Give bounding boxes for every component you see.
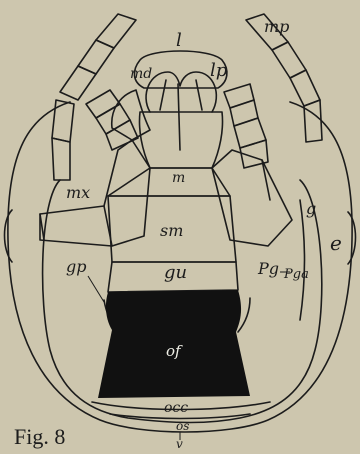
right-maxilla-fold [262,160,270,200]
label-mp: mp [264,17,289,36]
labial-lobe [146,72,216,112]
glossa-right [196,80,202,110]
label-md: md [130,66,152,82]
label-lp: lp [210,60,228,81]
left-labial-palp-3 [106,120,138,150]
left-maxillary-palp-3 [60,66,96,100]
label-Pga: Pga [283,267,309,282]
mentum [108,168,230,196]
label-e: e [330,231,342,255]
right-labial-palp-3 [234,118,266,148]
left-maxillary-palp-4 [52,100,74,142]
label-sm: sm [160,221,183,240]
right-maxilla [212,150,292,246]
label-os: os [176,419,189,433]
right-maxillary-palp-3 [290,70,320,106]
leader-gp [88,276,104,302]
label-Pg: Pg [257,259,279,278]
glossa-left [160,80,166,110]
left-maxillary-palp-5 [52,138,70,180]
label-g: g [306,199,316,218]
postgena-line [300,200,305,320]
label-of: of [166,342,183,360]
prementum [139,112,222,168]
labial-cleft [178,84,180,150]
label-m: m [172,170,185,186]
figure-caption: Fig. 8 [14,424,65,449]
label-l: l [176,30,182,51]
label-occ: occ [164,400,188,416]
right-maxillary-palp-4 [304,100,322,142]
left-maxilla [40,140,150,246]
label-gu: gu [164,262,187,283]
mandible [112,90,150,140]
label-gp: gp [66,257,86,276]
label-mx: mx [66,183,90,202]
